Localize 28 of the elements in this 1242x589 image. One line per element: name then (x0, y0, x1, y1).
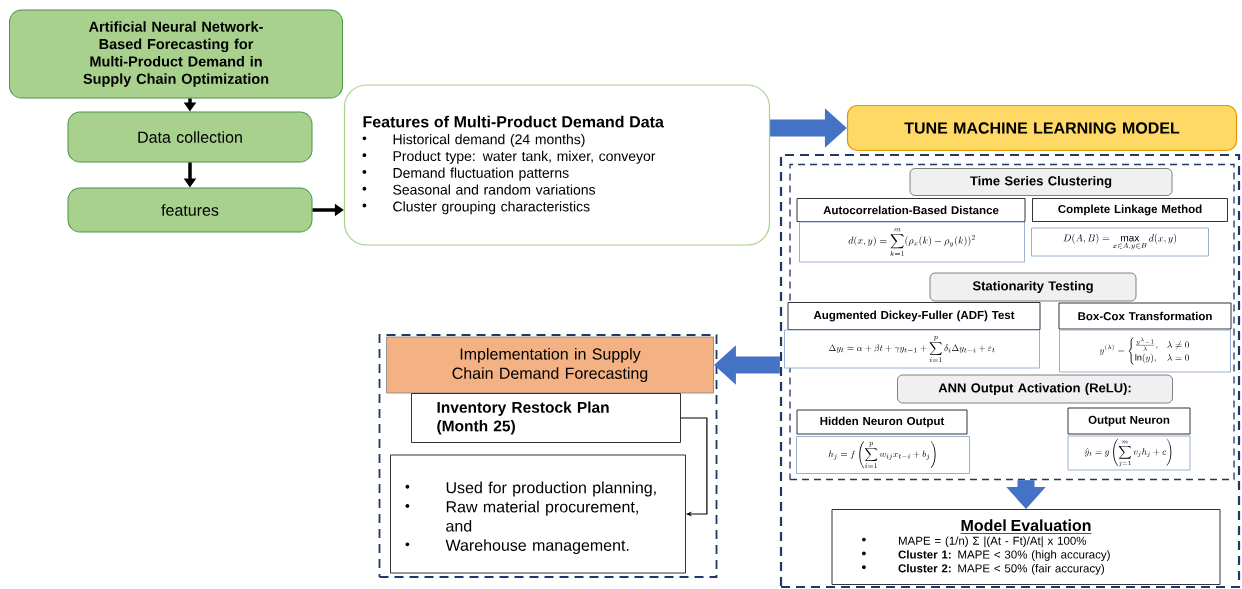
formula-box: $D(A, B) = \max_{x \in A, y \in B} d(x, y)$ (1031, 227, 1209, 257)
dashed-container (789, 163, 1235, 481)
header-box: Box-Cox Transformation (1058, 302, 1232, 330)
dashed-container (779, 153, 1241, 589)
header-box: Hidden Neuron Output (796, 409, 968, 435)
bullet-list-box: Used for production planning, Raw material procurement, and Warehouse management. (390, 454, 686, 574)
header-box: Augmented Dickey-Fuller (ADF) Test (787, 302, 1041, 330)
feature-list-box: Features of Multi-Product Demand Data Historical demand (24 months) Product type: water tank, mixer, conveyor Demand fluctuation patterns Seasonal and random variations Cluster grouping characteristics (343, 84, 771, 246)
section-box: ANN Output Activation (ReLU): (897, 374, 1173, 404)
formula-box: $\Delta y_t = \alpha + \beta t + \gamma y_{t-1} + \sum_{i=1}^{p} \delta_i \Delta y_{t-i} + \varepsilon_t$ (784, 329, 1040, 369)
plan-box: Inventory Restock Plan (Month 25) (411, 393, 681, 443)
header-box: Output Neuron (1067, 407, 1191, 435)
evaluation-box: Model Evaluation MAPE = (1/n) Σ |(At - Ft)/At| x 100% Cluster 1: MAPE < 30% (high accuracy) Cluster 2: MAPE < 50% (fair accuracy) (831, 509, 1221, 585)
process-box: features (67, 187, 313, 233)
header-box: Complete Linkage Method (1032, 198, 1228, 222)
model-box: TUNE MACHINE LEARNING MODEL (846, 104, 1238, 152)
formula-box: $y^{(\lambda)} = \begin{cases} \frac{y^{\lambda} - 1}{\lambda}, & \lambda \neq 0 \\ \ln(y), & \lambda = 0 \end{cases}$ (1059, 329, 1231, 373)
dashed-container (378, 334, 718, 578)
formula-box: $h_j = f\left(\sum_{i=1}^{p} w_{ij} x_{t-i} + b_j\right)$ (796, 436, 970, 474)
implementation-box: Implementation in Supply Chain Demand Forecasting (386, 336, 714, 394)
formula-box: $d(x, y) = \sum_{k=1}^{m} (\rho_x(k) - \rho_y(k))^2$ (799, 221, 1025, 263)
connector-arrow (680, 417, 708, 517)
section-box: Stationarity Testing (929, 272, 1137, 302)
header-box: Autocorrelation-Based Distance (796, 198, 1026, 222)
formula-box: $\hat{y}_t = g\left(\sum_{j=1}^{m} v_j h_j + c\right)$ (1067, 435, 1191, 471)
process-box: Data collection (67, 111, 313, 163)
title-box: Artificial Neural Network-Based Forecasting for Multi-Product Demand in Supply Chain Optimization (9, 9, 343, 99)
section-box: Time Series Clustering (909, 168, 1173, 196)
